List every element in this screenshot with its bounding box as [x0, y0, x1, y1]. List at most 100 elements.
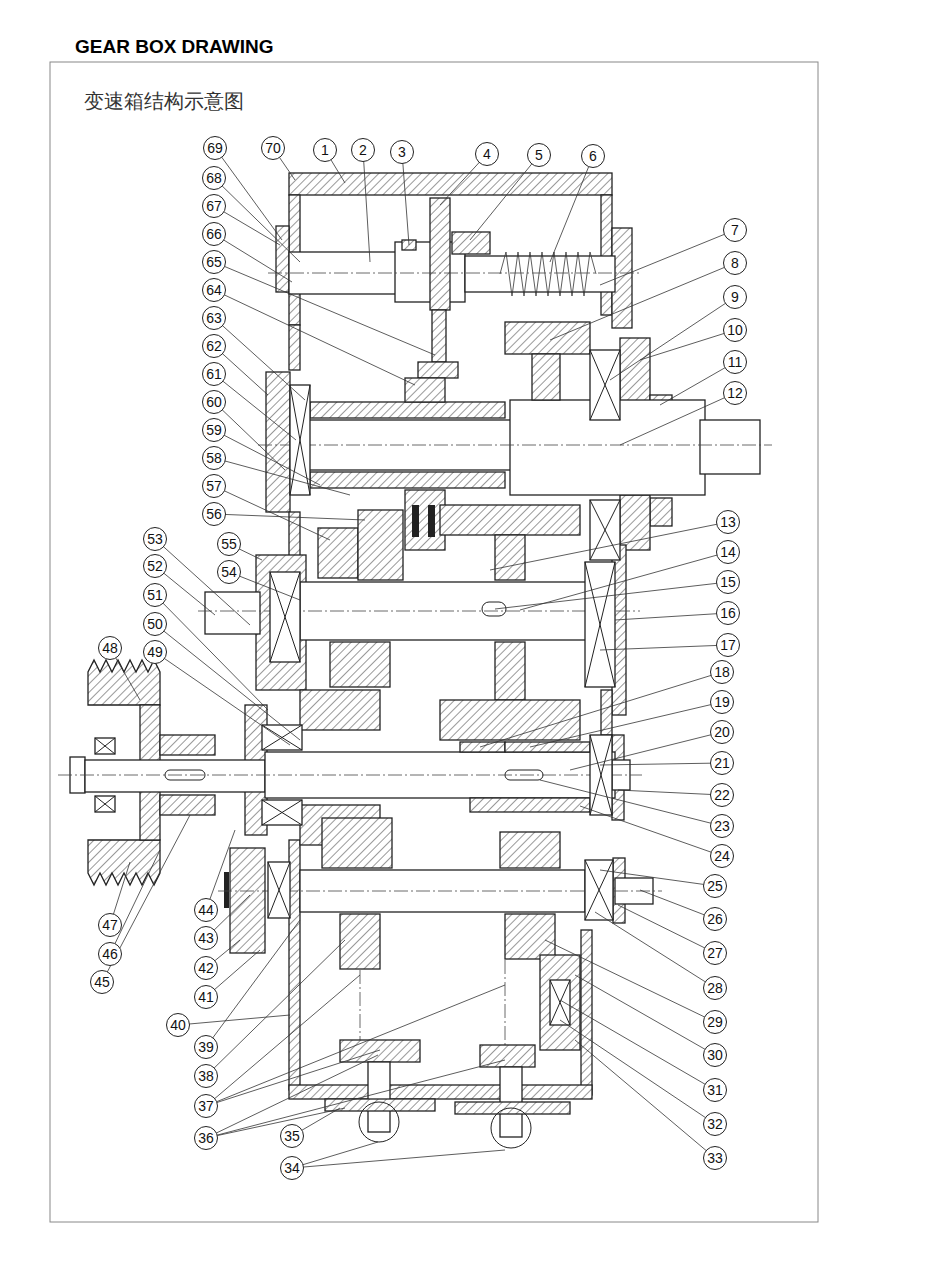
bearing-symbol	[262, 800, 302, 825]
callout-number: 14	[716, 540, 740, 564]
gearbox-housing	[650, 498, 672, 526]
lower-shaft	[540, 955, 580, 1050]
leader-line	[640, 330, 735, 360]
callout-number: 26	[703, 907, 727, 931]
leader-line	[480, 672, 722, 747]
callout-number: 30	[703, 1043, 727, 1067]
gearbox-housing	[256, 555, 306, 690]
leader-line	[600, 870, 715, 886]
main-shaft	[310, 402, 505, 418]
callout-number: 70	[261, 136, 285, 160]
main-shaft	[405, 490, 445, 550]
callout-number: 25	[703, 874, 727, 898]
shift-fork	[505, 960, 506, 1045]
bearing-symbol	[590, 735, 612, 815]
leader-line	[214, 178, 300, 262]
main-shaft	[412, 505, 419, 537]
sheet-frame	[50, 62, 818, 1222]
input-shaft	[160, 735, 215, 755]
callout-number: 52	[143, 554, 167, 578]
input-shaft	[460, 742, 505, 752]
callout-number: 3	[390, 140, 414, 164]
bearing-symbol	[550, 980, 570, 1025]
counter-shaft	[330, 642, 390, 687]
bearing-symbol	[268, 862, 290, 918]
shift-shaft	[500, 252, 596, 296]
leader-line	[214, 234, 292, 282]
callout-number: 69	[203, 136, 227, 160]
callout-number: 13	[716, 510, 740, 534]
shift-fork	[325, 960, 570, 1148]
input-shaft	[88, 660, 160, 705]
bearing-symbol	[268, 862, 290, 918]
bearing-symbol	[585, 562, 615, 687]
callout-number: 24	[710, 844, 734, 868]
leader-line	[560, 1020, 715, 1124]
counter-shaft	[198, 505, 640, 740]
lower-shaft	[230, 848, 265, 953]
callout-number: 54	[217, 560, 241, 584]
leader-line	[618, 790, 722, 795]
callout-number: 49	[143, 640, 167, 664]
callout-number: 32	[703, 1112, 727, 1136]
callout-number: 58	[202, 446, 226, 470]
callout-number: 50	[143, 612, 167, 636]
callout-number: 55	[217, 532, 241, 556]
callout-number: 46	[98, 942, 122, 966]
leader-line	[560, 1000, 715, 1090]
callout-number: 65	[202, 250, 226, 274]
main-shaft	[505, 322, 590, 354]
page-title: GEAR BOX DRAWING	[75, 36, 273, 58]
bearing-symbol	[95, 738, 115, 754]
leader-line	[206, 940, 345, 1076]
bearing-symbol	[262, 800, 302, 825]
callout-number: 36	[194, 1126, 218, 1150]
main-shaft	[532, 354, 560, 400]
leader-line	[214, 374, 296, 440]
leader-line	[570, 732, 722, 770]
callout-number: 27	[703, 941, 727, 965]
leader-line	[206, 920, 300, 1047]
callout-number: 6	[581, 144, 605, 168]
main-shaft	[405, 378, 445, 402]
gearbox-housing	[289, 512, 300, 557]
callout-number: 64	[202, 278, 226, 302]
shift-fork	[491, 1108, 531, 1148]
input-shaft	[58, 775, 642, 776]
shift-fork	[480, 1045, 535, 1067]
callout-number: 57	[202, 474, 226, 498]
shift-shaft	[268, 198, 642, 378]
callout-number: 16	[716, 601, 740, 625]
bearing-symbol	[95, 738, 115, 754]
gearbox-housing	[289, 325, 300, 370]
callout-number: 37	[194, 1094, 218, 1118]
shift-shaft	[268, 273, 642, 274]
lower-shaft	[224, 872, 229, 908]
counter-shaft	[495, 642, 525, 700]
gearbox-housing	[620, 495, 650, 550]
bearing-symbol	[585, 562, 615, 687]
counter-shaft	[440, 700, 580, 740]
callout-number: 23	[710, 814, 734, 838]
lower-shaft	[505, 914, 555, 959]
bearing-symbol	[585, 860, 613, 920]
leader-line	[155, 624, 300, 740]
gearbox-housing	[581, 930, 592, 1095]
drawing-subtitle: 变速箱结构示意图	[84, 88, 244, 115]
callout-number: 35	[280, 1124, 304, 1148]
bearing-symbol	[262, 725, 302, 750]
callout-number: 5	[527, 143, 551, 167]
input-shaft	[160, 795, 215, 815]
shift-shaft	[418, 362, 458, 378]
leader-line	[206, 1108, 345, 1138]
callout-number: 17	[716, 633, 740, 657]
bearing-symbol	[95, 350, 620, 1025]
leader-line	[620, 393, 735, 445]
leader-line	[490, 522, 728, 570]
counter-shaft	[495, 535, 525, 580]
callout-number: 7	[723, 218, 747, 242]
leader-line	[495, 582, 728, 609]
callout-number: 19	[710, 690, 734, 714]
gearbox-housing	[601, 195, 612, 315]
bearing-symbol	[590, 735, 612, 815]
